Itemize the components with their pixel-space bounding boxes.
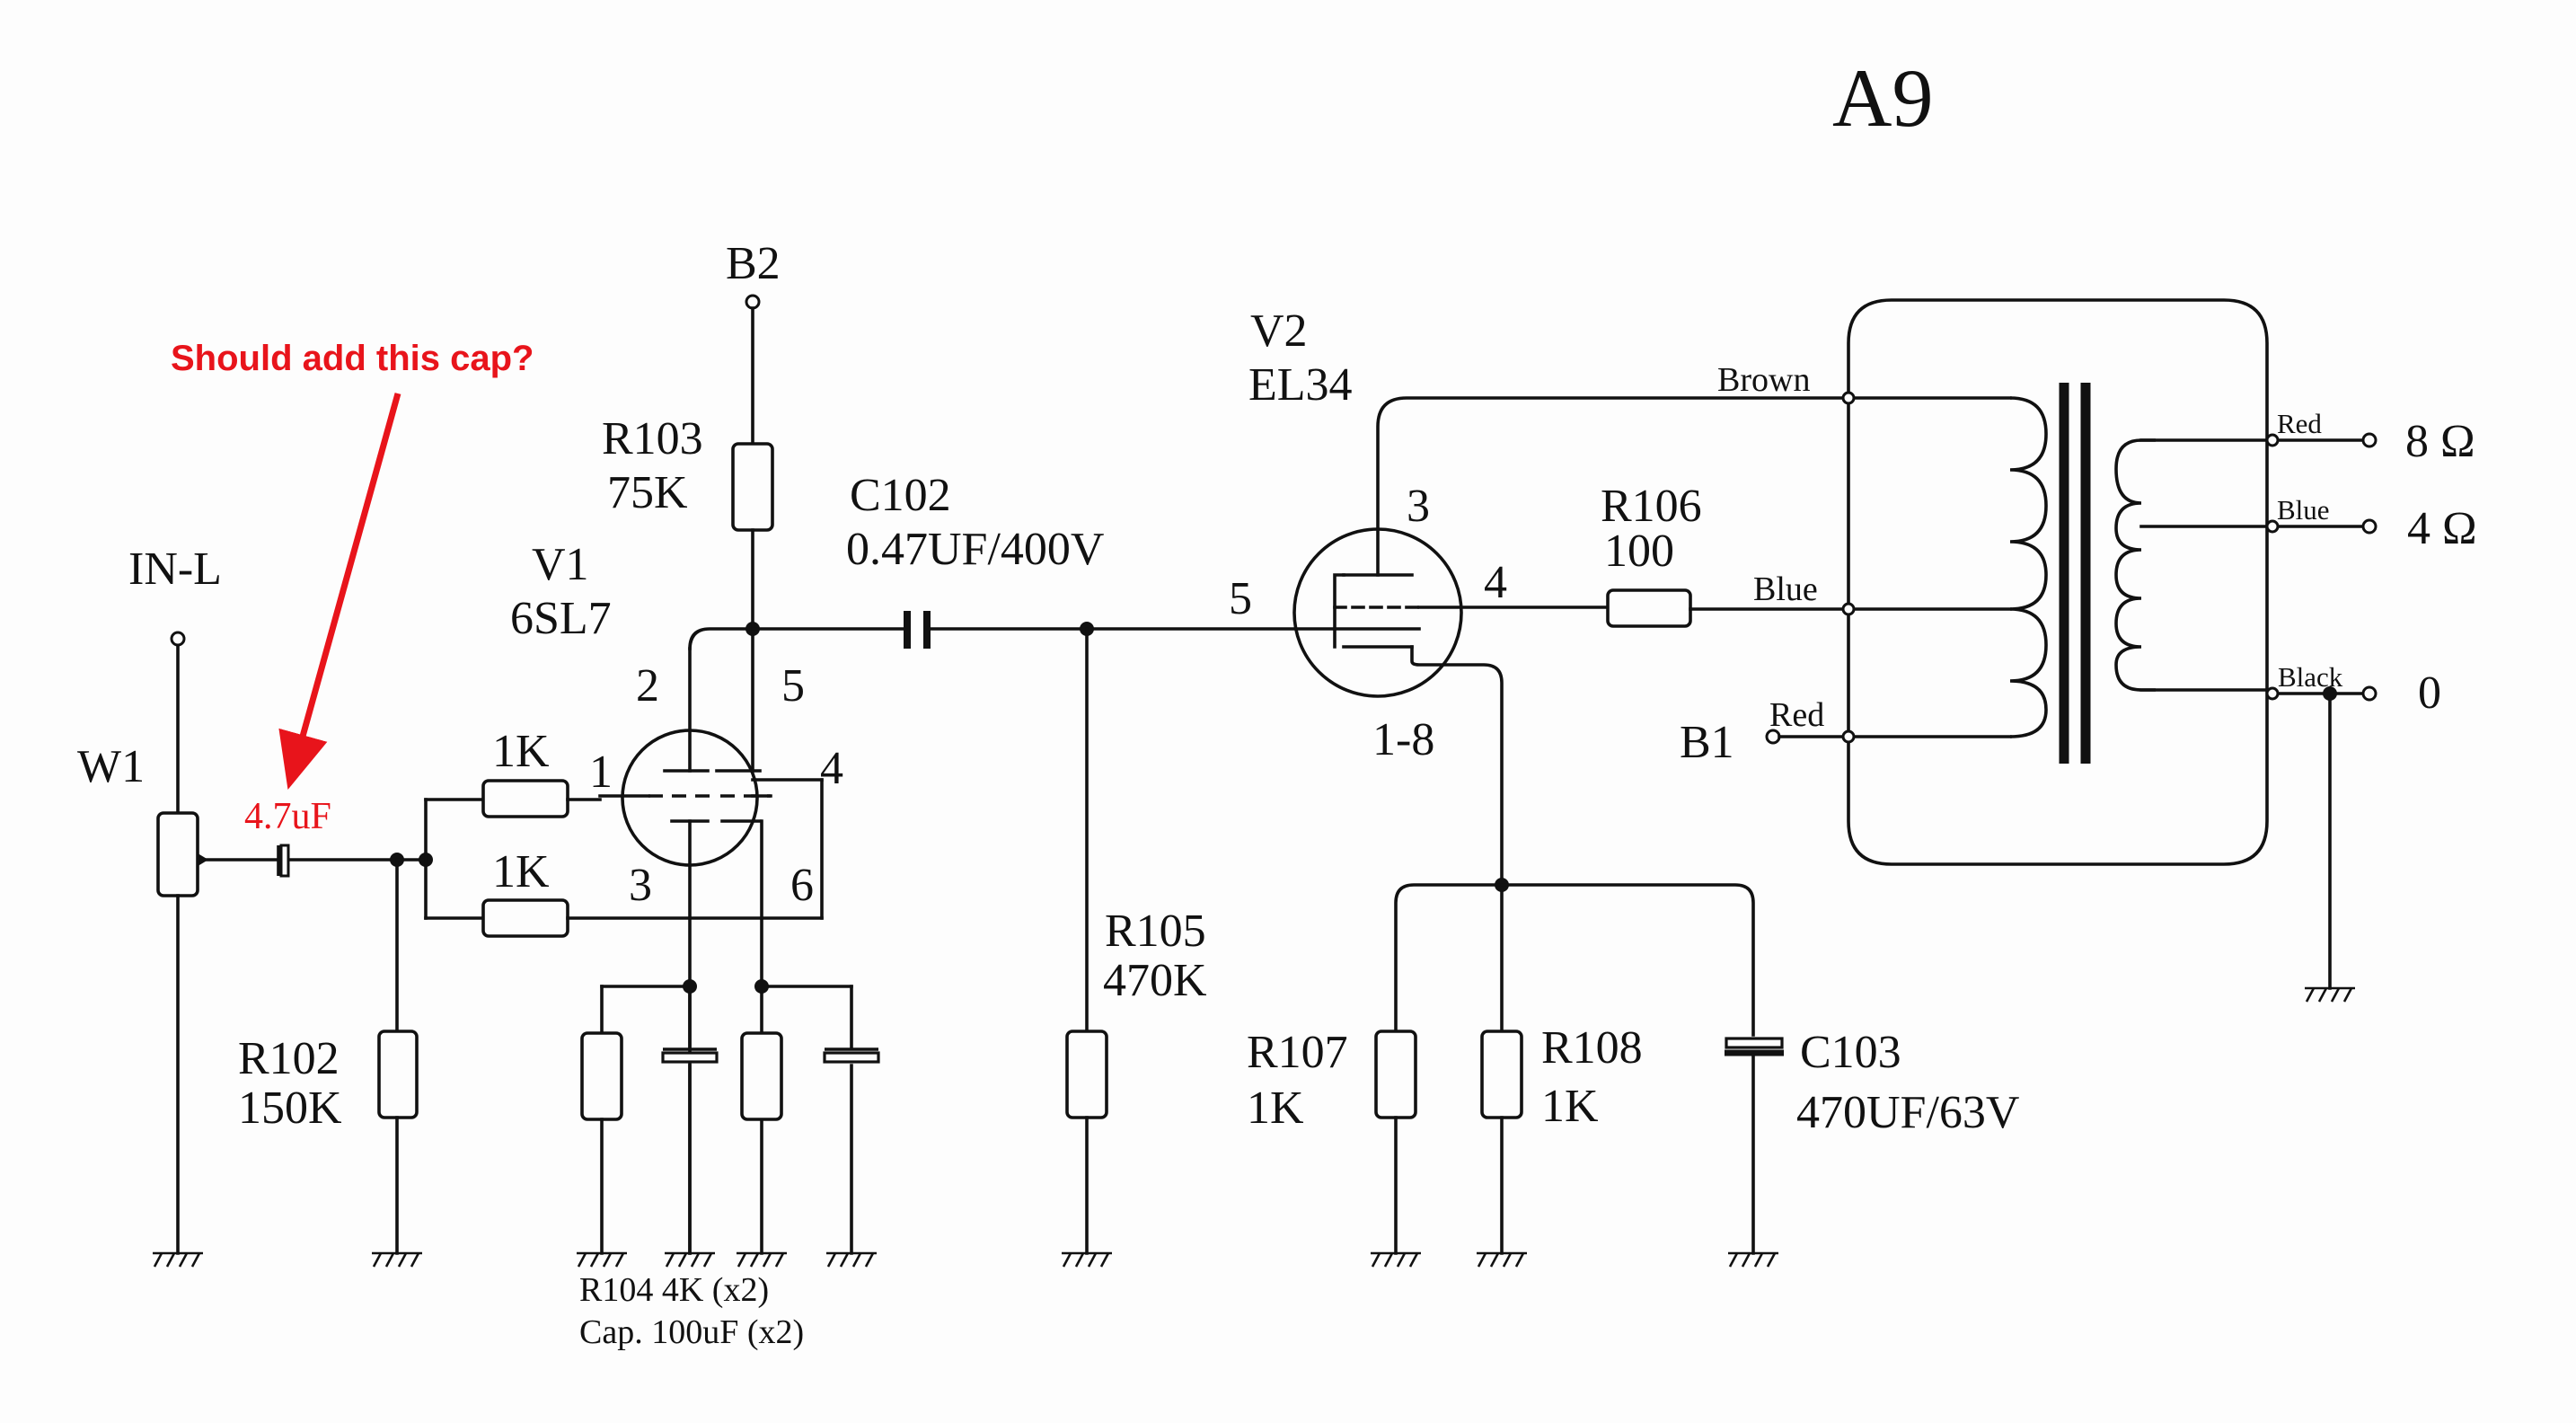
v1-pin-2: 2	[636, 660, 659, 712]
ground-icon	[153, 1251, 203, 1268]
annotation-question: Should add this cap?	[171, 339, 534, 378]
r102-resistor	[377, 858, 419, 1255]
junction-dot	[2323, 686, 2337, 701]
w1-label: W1	[77, 741, 145, 792]
r106-resistor	[1606, 588, 1850, 628]
w1-potentiometer	[156, 811, 280, 1255]
r104-line2: Cap. 100uF (x2)	[579, 1313, 804, 1351]
r108-ref: R108	[1541, 1022, 1643, 1074]
input-label: IN-L	[128, 544, 222, 595]
v1-pin-5: 5	[781, 660, 805, 712]
ground-icon	[2305, 986, 2355, 1003]
v2-ref: V2	[1250, 305, 1308, 357]
primary-wire-top: Brown	[1717, 361, 1810, 399]
ground-icon	[1728, 1251, 1778, 1268]
annotation-arrow	[278, 393, 401, 790]
v1-ref: V1	[532, 539, 589, 590]
r102-value: 150K	[238, 1083, 342, 1134]
primary-wire-middle: Blue	[1753, 570, 1818, 608]
r105-resistor	[1065, 627, 1108, 1255]
primary-wire-bottom: Red	[1769, 696, 1824, 734]
ground-icon	[1477, 1251, 1527, 1268]
v1-tube-icon	[598, 627, 772, 867]
c102-capacitor	[751, 611, 1337, 649]
tap-8-ohm: 8 Ω	[2405, 416, 2475, 467]
ground-icon	[1371, 1251, 1421, 1268]
v1-type: 6SL7	[510, 593, 612, 644]
junction-dot	[754, 979, 769, 994]
grid-resistor-upper-value: 1K	[492, 726, 550, 777]
output-transformer	[1841, 298, 2364, 990]
r104-line1: R104 4K (x2)	[579, 1271, 769, 1309]
c103-ref: C103	[1800, 1027, 1901, 1078]
r107-ref: R107	[1247, 1027, 1348, 1078]
r106-ref: R106	[1601, 481, 1702, 532]
secondary-wire-top: Red	[2277, 408, 2322, 439]
v2-cathode-network	[1374, 883, 1784, 1255]
annotation-cap-value: 4.7uF	[244, 796, 331, 837]
v1-plate-wiring	[688, 627, 754, 650]
r108-value: 1K	[1541, 1081, 1599, 1132]
v1-pin-4: 4	[820, 743, 843, 794]
r103-resistor	[731, 294, 774, 631]
input-terminal	[170, 631, 186, 815]
v2-tube-icon	[1292, 396, 1850, 887]
r105-value: 470K	[1103, 955, 1207, 1006]
v1-cathode-network	[580, 819, 880, 1255]
r103-value: 75K	[607, 467, 688, 518]
c102-ref: C102	[850, 470, 951, 521]
output-terminals	[2361, 432, 2378, 702]
b1-terminal	[1765, 729, 1850, 745]
v2-pin-grid: 5	[1229, 573, 1252, 624]
tap-0: 0	[2418, 667, 2441, 719]
tap-4-ohm: 4 Ω	[2407, 503, 2477, 554]
c103-value: 470UF/63V	[1796, 1087, 2019, 1138]
r103-ref: R103	[602, 413, 703, 464]
suggested-input-capacitor	[277, 844, 395, 878]
ground-icon	[665, 1251, 715, 1268]
v2-pin-cathode: 1-8	[1372, 714, 1434, 765]
junction-dot	[683, 979, 697, 994]
r102-ref: R102	[238, 1033, 340, 1084]
v1-pin-3: 3	[629, 860, 652, 911]
schematic-title: A9	[1832, 52, 1933, 144]
grid-resistor-lower-value: 1K	[492, 846, 550, 897]
c102-value: 0.47UF/400V	[846, 524, 1104, 575]
ground-icon	[1062, 1251, 1112, 1268]
v2-pin-screen: 4	[1484, 557, 1507, 608]
ground-icon	[737, 1251, 787, 1268]
secondary-wire-bottom: Black	[2278, 661, 2343, 693]
v2-type: EL34	[1248, 359, 1353, 411]
v1-pin-1: 1	[589, 747, 613, 798]
grid-stopper-network	[395, 778, 824, 938]
r107-value: 1K	[1247, 1083, 1304, 1134]
ground-icon	[577, 1251, 627, 1268]
r105-ref: R105	[1105, 906, 1206, 957]
ground-icon	[826, 1251, 877, 1268]
ground-icon	[372, 1251, 422, 1268]
r106-value: 100	[1604, 526, 1674, 577]
b2-label: B2	[726, 238, 781, 289]
v2-pin-plate: 3	[1407, 481, 1430, 532]
secondary-wire-middle: Blue	[2277, 494, 2330, 526]
v1-pin-6: 6	[790, 860, 814, 911]
b1-label: B1	[1680, 717, 1734, 768]
